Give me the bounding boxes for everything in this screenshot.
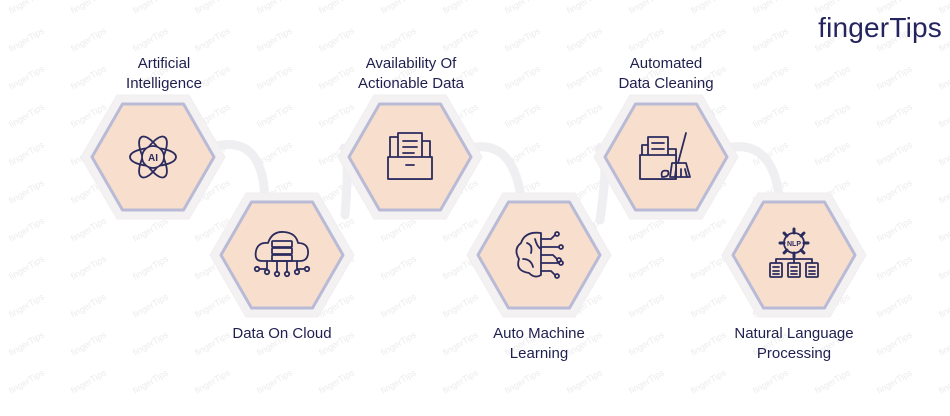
label-cleaning: Automated Data Cleaning	[586, 54, 746, 94]
label-automl-line-1: Auto Machine	[493, 325, 585, 342]
cloud-server-icon	[253, 231, 311, 278]
label-actionable-line-2: Actionable Data	[358, 75, 464, 92]
hexagon-node-cleaning	[593, 94, 739, 220]
hexagon-inner	[476, 200, 602, 310]
label-automl-line-2: Learning	[509, 345, 569, 362]
hexagon-node-ai: AI	[80, 94, 226, 220]
label-nlp: Natural Language Processing	[714, 324, 874, 364]
label-automl: Auto Machine Learning	[459, 324, 619, 364]
svg-text:AI: AI	[148, 153, 158, 164]
brain-circuit-icon	[515, 231, 564, 279]
label-ai: Artificial Intelligence	[84, 54, 244, 94]
label-cleaning-line-1: Automated	[629, 55, 703, 72]
hexagon-node-automl	[466, 192, 612, 318]
connector-line	[722, 142, 785, 210]
hexagon-nodes: AI NLP	[80, 94, 867, 318]
svg-text:NLP: NLP	[787, 241, 801, 248]
folder-documents-icon	[387, 132, 433, 180]
label-actionable-line-1: Availability Of	[365, 55, 457, 72]
label-cloud-line-1: Data On Cloud	[232, 325, 332, 342]
ai-atom-icon: AI	[129, 135, 177, 179]
fingertips-logo: fingerTips	[818, 12, 942, 43]
label-actionable: Availability Of Actionable Data	[331, 54, 491, 94]
hexagon-node-nlp: NLP	[721, 192, 867, 318]
label-cleaning-line-2: Data Cleaning	[618, 75, 714, 92]
label-nlp-line-2: Processing	[756, 345, 832, 362]
label-ai-line-1: Artificial	[137, 55, 191, 72]
connector-line	[211, 140, 270, 210]
label-nlp-line-1: Natural Language	[734, 325, 854, 342]
nlp-gear-icon: NLP	[769, 227, 819, 278]
connector-line	[465, 142, 527, 210]
hexagon-node-actionable	[337, 94, 483, 220]
folder-broom-icon	[639, 132, 691, 180]
label-ai-line-2: Intelligence	[126, 75, 202, 92]
hexagon-node-cloud	[209, 192, 355, 318]
label-cloud: Data On Cloud	[202, 324, 362, 344]
